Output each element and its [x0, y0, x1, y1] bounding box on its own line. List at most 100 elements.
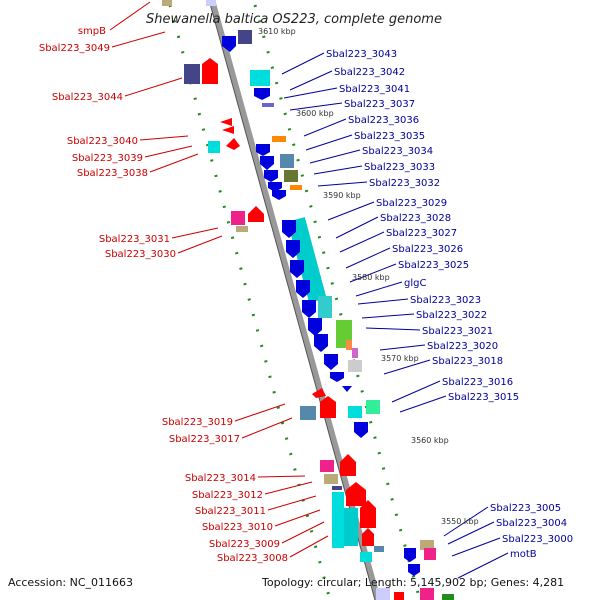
gene-label-3032[interactable]: Sbal223_3032 [369, 178, 440, 189]
gene-label-3008[interactable]: Sbal223_3008 [217, 553, 288, 564]
gene-block [394, 592, 404, 600]
gene-block [348, 360, 362, 372]
right-gene-labels: Sbal223_3043 Sbal223_3042 Sbal223_3041 S… [326, 49, 573, 560]
gene-label-3016[interactable]: Sbal223_3016 [442, 377, 513, 388]
leader-lines-right [281, 52, 509, 579]
gene-label-3010[interactable]: Sbal223_3010 [202, 522, 273, 533]
gene-label-3005[interactable]: Sbal223_3005 [490, 503, 561, 514]
gene-label-3034[interactable]: Sbal223_3034 [362, 146, 433, 157]
scale-label: 3560 kbp [411, 436, 449, 445]
gene-label-3036[interactable]: Sbal223_3036 [348, 115, 419, 126]
gene-label-3018[interactable]: Sbal223_3018 [432, 356, 503, 367]
gene-label-3014[interactable]: Sbal223_3014 [185, 473, 256, 484]
gene-label-3027[interactable]: Sbal223_3027 [386, 228, 457, 239]
gene-label-3030[interactable]: Sbal223_3030 [105, 249, 176, 260]
gene-block [250, 70, 270, 86]
gene-arrow [226, 138, 240, 150]
gene-arrow [404, 548, 416, 562]
gene-label-glgC[interactable]: glgC [404, 278, 426, 289]
gene-arrow [360, 500, 376, 528]
gene-label-3043[interactable]: Sbal223_3043 [326, 49, 397, 60]
gene-block [332, 486, 342, 490]
gene-label-3033[interactable]: Sbal223_3033 [364, 162, 435, 173]
gene-label-3040[interactable]: Sbal223_3040 [67, 136, 138, 147]
gene-arrow [222, 36, 236, 52]
gene-block [208, 141, 220, 153]
gene-label-3041[interactable]: Sbal223_3041 [339, 84, 410, 95]
gene-arrow [272, 190, 286, 200]
gene-label-3012[interactable]: Sbal223_3012 [192, 490, 263, 501]
left-tick-track [168, 4, 332, 600]
gene-arrow [330, 372, 344, 382]
gene-label-3028[interactable]: Sbal223_3028 [380, 213, 451, 224]
gene-label-3039[interactable]: Sbal223_3039 [72, 153, 143, 164]
genome-title: Shewanella baltica OS223, complete genom… [146, 12, 442, 27]
gene-block [238, 30, 252, 44]
gene-arrow [408, 564, 420, 576]
gene-label-3031[interactable]: Sbal223_3031 [99, 234, 170, 245]
gene-arrow [296, 280, 310, 298]
gene-block [262, 103, 274, 107]
gene-arrow [286, 240, 300, 258]
gene-arrow [308, 318, 322, 336]
gene-arrow [302, 300, 316, 318]
gene-label-3042[interactable]: Sbal223_3042 [334, 67, 405, 78]
gene-label-3011[interactable]: Sbal223_3011 [195, 506, 266, 517]
gene-arrow [354, 422, 368, 438]
scale-label: 3600 kbp [296, 109, 334, 118]
gene-block [324, 474, 338, 484]
gene-block [420, 540, 434, 550]
gene-block [360, 552, 372, 562]
gene-block [287, 217, 327, 303]
gene-label-3038[interactable]: Sbal223_3038 [77, 168, 148, 179]
gene-label-3049[interactable]: Sbal223_3049 [39, 43, 110, 54]
gene-block [366, 400, 380, 414]
gene-arrow [254, 88, 270, 100]
gene-block [206, 0, 216, 6]
gene-arrow [220, 118, 232, 126]
gene-label-3020[interactable]: Sbal223_3020 [427, 341, 498, 352]
gene-block [344, 508, 358, 546]
gene-arrow [290, 260, 304, 278]
gene-arrow [260, 156, 274, 170]
gene-label-motB[interactable]: motB [510, 549, 537, 560]
gene-blocks [162, 0, 454, 600]
gene-label-3044[interactable]: Sbal223_3044 [52, 92, 123, 103]
gene-arrow [256, 144, 270, 156]
gene-block [348, 406, 362, 418]
left-gene-labels: smpB Sbal223_3049 Sbal223_3044 Sbal223_3… [39, 26, 288, 564]
gene-label-3009[interactable]: Sbal223_3009 [209, 539, 280, 550]
gene-block [320, 460, 334, 472]
gene-label-smpB[interactable]: smpB [78, 26, 106, 37]
scale-label: 3580 kbp [352, 273, 390, 282]
gene-block [184, 64, 200, 84]
scale-label: 3570 kbp [381, 354, 419, 363]
gene-label-3029[interactable]: Sbal223_3029 [376, 198, 447, 209]
gene-label-3019[interactable]: Sbal223_3019 [162, 417, 233, 428]
gene-block [376, 588, 390, 600]
gene-label-3026[interactable]: Sbal223_3026 [392, 244, 463, 255]
gene-block [346, 340, 352, 350]
gene-label-3022[interactable]: Sbal223_3022 [416, 310, 487, 321]
gene-label-3017[interactable]: Sbal223_3017 [169, 434, 240, 445]
gene-label-3025[interactable]: Sbal223_3025 [398, 260, 469, 271]
gene-arrow [202, 58, 218, 84]
gene-label-3000[interactable]: Sbal223_3000 [502, 534, 573, 545]
gene-label-3023[interactable]: Sbal223_3023 [410, 295, 481, 306]
gene-block [420, 588, 434, 600]
accession-text: Accession: NC_011663 [8, 576, 133, 589]
gene-label-3037[interactable]: Sbal223_3037 [344, 99, 415, 110]
gene-arrow [222, 126, 234, 134]
gene-label-3004[interactable]: Sbal223_3004 [496, 518, 567, 529]
gene-arrow [282, 220, 296, 238]
scale-label: 3610 kbp [258, 27, 296, 36]
gene-block [352, 348, 358, 358]
gene-block [280, 154, 294, 168]
gene-label-3015[interactable]: Sbal223_3015 [448, 392, 519, 403]
gene-arrow [248, 206, 264, 222]
gene-block [284, 170, 298, 182]
gene-label-3021[interactable]: Sbal223_3021 [422, 326, 493, 337]
gene-label-3035[interactable]: Sbal223_3035 [354, 131, 425, 142]
gene-block [231, 211, 245, 225]
